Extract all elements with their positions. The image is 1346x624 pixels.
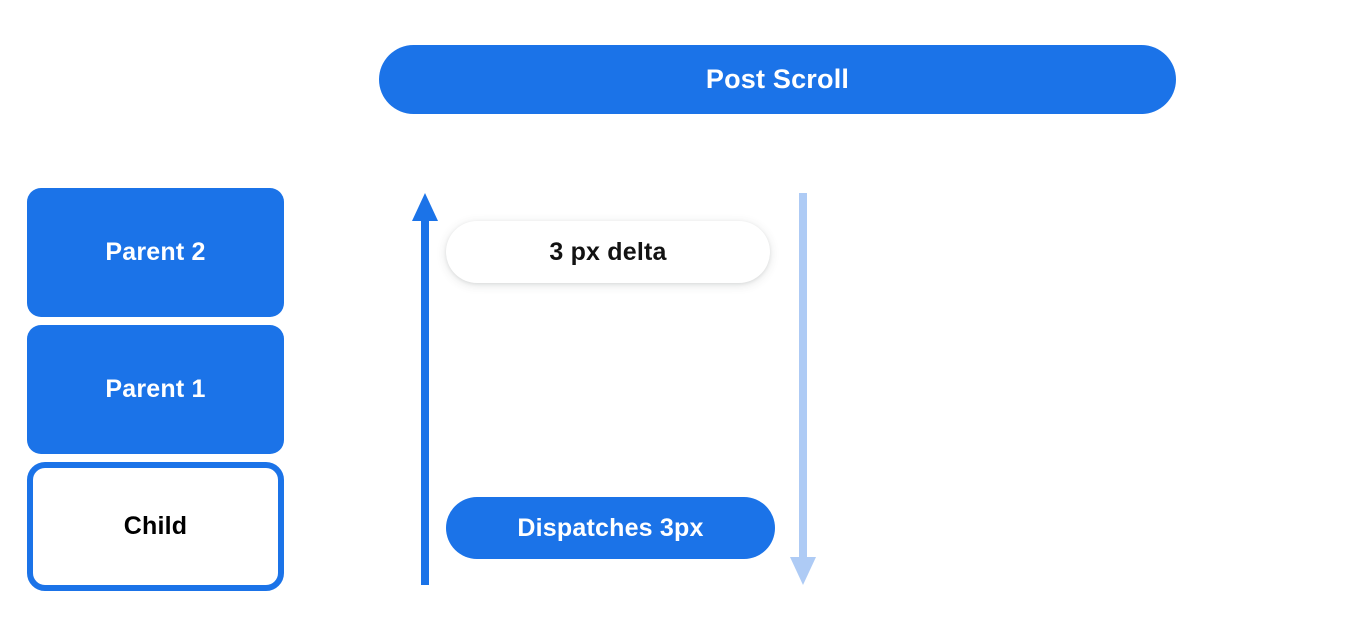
arrow-down-icon: [790, 193, 816, 585]
node-box-label: Parent 2: [105, 238, 206, 266]
annotation-dispatch-pill: Dispatches 3px: [446, 497, 775, 559]
arrow-up-icon: [412, 193, 438, 585]
annotation-delta-label: 3 px delta: [549, 237, 667, 266]
header-pill: Post Scroll: [379, 45, 1176, 114]
node-box-label: Child: [123, 512, 188, 540]
header-pill-label: Post Scroll: [705, 64, 850, 94]
node-stack: Parent 2 Parent 1 Child: [27, 188, 284, 591]
annotation-dispatch-label: Dispatches 3px: [517, 513, 704, 542]
node-box-parent-2: Parent 2: [27, 188, 284, 317]
node-box-label: Parent 1: [105, 375, 206, 403]
annotation-delta-pill: 3 px delta: [446, 221, 770, 283]
node-box-parent-1: Parent 1: [27, 325, 284, 454]
node-box-child: Child: [27, 462, 284, 591]
